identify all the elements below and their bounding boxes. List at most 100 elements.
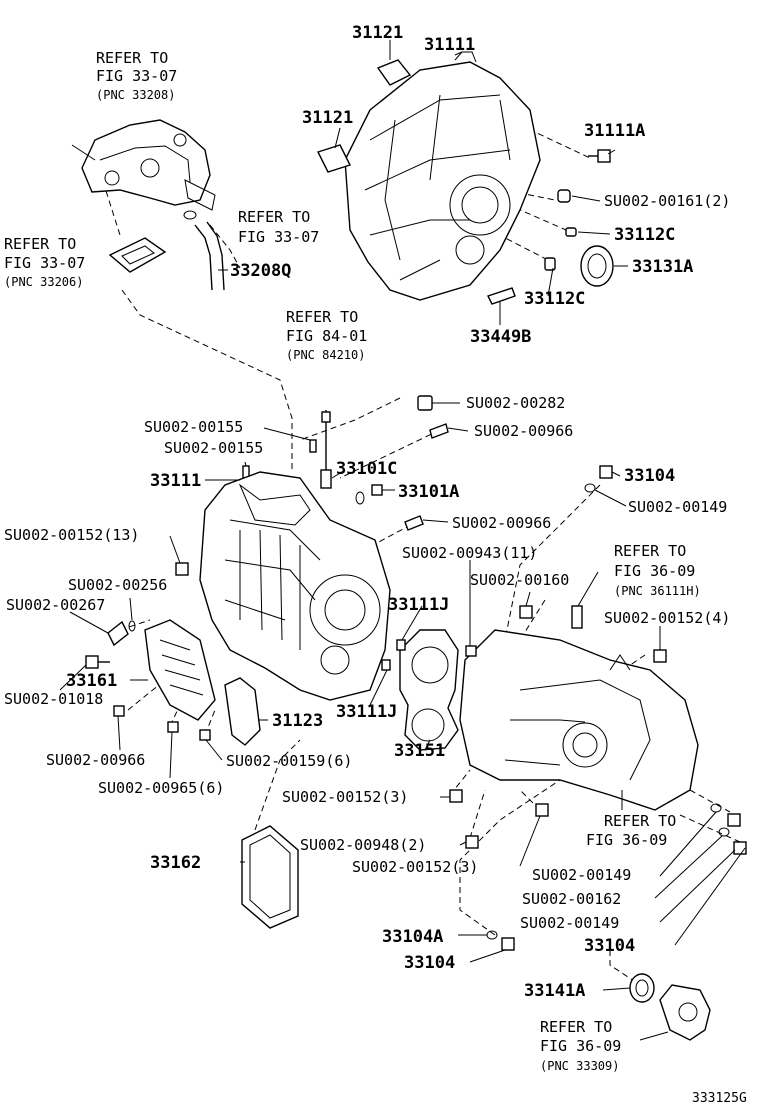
part-number: SU002-00943(11) bbox=[402, 544, 537, 562]
part-number: 33112C bbox=[524, 289, 585, 309]
bolt-su01018 bbox=[85, 655, 110, 669]
part-number: SU002-00966 bbox=[452, 514, 551, 532]
part-number: 33104 bbox=[624, 466, 675, 486]
bolt-su00282 bbox=[417, 395, 433, 411]
oil-pipe-33208q bbox=[183, 210, 225, 291]
refer-label: REFER TO bbox=[604, 812, 676, 830]
refer-label: (PNC 33309) bbox=[540, 1059, 619, 1073]
figure-id: 333125G bbox=[692, 1091, 747, 1106]
bolts-33104-right bbox=[727, 813, 747, 855]
part-number: 33112C bbox=[614, 225, 675, 245]
bolt-su00966-c bbox=[113, 705, 125, 717]
pin-su00161 bbox=[557, 189, 571, 203]
bolt-su00152-13 bbox=[175, 562, 189, 576]
part-number: 31111 bbox=[424, 35, 475, 55]
seal-33141a bbox=[629, 973, 655, 1003]
part-number: 33111 bbox=[150, 471, 201, 491]
refer-label: (PNC 33206) bbox=[4, 275, 83, 289]
part-number: SU002-00282 bbox=[466, 394, 565, 412]
sensor-84210 bbox=[320, 410, 332, 489]
part-number: 33208Q bbox=[230, 261, 291, 281]
refer-label: REFER TO bbox=[238, 208, 310, 226]
part-number: 33104 bbox=[404, 953, 455, 973]
part-number: 33161 bbox=[66, 671, 117, 691]
refer-label: (PNC 33208) bbox=[96, 88, 175, 102]
part-number: 33449B bbox=[470, 327, 531, 347]
refer-label: REFER TO bbox=[614, 542, 686, 560]
refer-label: REFER TO bbox=[286, 308, 358, 326]
bolt-su00966-b bbox=[404, 515, 424, 531]
bolt-33101a bbox=[371, 484, 383, 496]
part-number: SU002-00149 bbox=[520, 914, 619, 932]
pin-33111j-a bbox=[396, 639, 406, 651]
bolt-su00965 bbox=[167, 721, 179, 733]
part-number: 31111A bbox=[584, 121, 645, 141]
plug-31121-a bbox=[376, 59, 412, 86]
refer-label: FIG 33-07 bbox=[238, 228, 319, 246]
part-number: SU002-00155 bbox=[144, 418, 243, 436]
part-number: 33151 bbox=[394, 741, 445, 761]
bolt-su00966-a bbox=[429, 423, 449, 439]
bolt-su00152-3b bbox=[535, 803, 549, 817]
pin-33112c-b bbox=[544, 257, 556, 271]
part-number: SU002-00152(4) bbox=[604, 609, 730, 627]
refer-label: REFER TO bbox=[540, 1018, 612, 1036]
part-number: 33111J bbox=[336, 702, 397, 722]
part-number: 33101C bbox=[336, 459, 397, 479]
extension-housing-33111 bbox=[459, 629, 699, 811]
part-number: SU002-00149 bbox=[532, 866, 631, 884]
part-number: SU002-00161(2) bbox=[604, 192, 730, 210]
part-number: 33141A bbox=[524, 981, 585, 1001]
cover-33161 bbox=[144, 619, 216, 721]
refer-label: REFER TO bbox=[4, 235, 76, 253]
bolt-33104-a bbox=[599, 465, 613, 479]
switch-36111h bbox=[571, 605, 583, 629]
part-number: 33101A bbox=[398, 482, 459, 502]
part-number: SU002-00965(6) bbox=[98, 779, 224, 797]
transmission-case-33111-middle bbox=[199, 471, 391, 701]
bolt-su00948 bbox=[465, 835, 479, 849]
bolt-su00943 bbox=[465, 645, 477, 657]
bolt-su00159 bbox=[199, 729, 211, 741]
oil-pump-assembly bbox=[71, 119, 216, 211]
part-number: SU002-00155 bbox=[164, 439, 263, 457]
refer-label: REFER TO bbox=[96, 49, 168, 67]
bolt-31111a bbox=[588, 149, 611, 163]
refer-label: (PNC 84210) bbox=[286, 348, 365, 362]
bolt-su00152-4 bbox=[653, 649, 667, 663]
bolt-su00160 bbox=[519, 605, 533, 619]
ring-33101c bbox=[355, 491, 365, 505]
refer-label: FIG 36-09 bbox=[586, 831, 667, 849]
bolt-su00152-3a bbox=[449, 789, 463, 803]
bolt-33104-b bbox=[501, 937, 515, 951]
part-number: SU002-00948(2) bbox=[300, 836, 426, 854]
seal-33131a bbox=[580, 245, 614, 287]
sensor-su00267 bbox=[107, 620, 129, 647]
part-number: 31123 bbox=[272, 711, 323, 731]
part-number: SU002-00159(6) bbox=[226, 752, 352, 770]
part-number: SU002-00966 bbox=[474, 422, 573, 440]
ring-su00256 bbox=[128, 620, 136, 632]
pin-33112c-a bbox=[565, 227, 577, 237]
part-number: 31121 bbox=[352, 23, 403, 43]
part-number: 33104 bbox=[584, 936, 635, 956]
pin-33111j-b bbox=[381, 659, 391, 671]
part-labels: REFER TO FIG 33-07 (PNC 33208) REFER TO … bbox=[4, 23, 747, 1106]
part-number: SU002-00966 bbox=[46, 751, 145, 769]
gasket-33162 bbox=[241, 825, 299, 929]
transmission-case-31111-upper bbox=[344, 51, 541, 301]
refer-label: FIG 36-09 bbox=[614, 562, 695, 580]
gasket-33151 bbox=[399, 629, 459, 751]
refer-label: FIG 33-07 bbox=[96, 67, 177, 85]
part-number: SU002-00152(3) bbox=[352, 858, 478, 876]
plate-33449b bbox=[487, 287, 516, 305]
part-number: SU002-00256 bbox=[68, 576, 167, 594]
part-number: SU002-00149 bbox=[628, 498, 727, 516]
refer-label: (PNC 36111H) bbox=[614, 584, 701, 598]
part-number: SU002-00162 bbox=[522, 890, 621, 908]
strainer-33206 bbox=[108, 237, 167, 273]
flange-33309 bbox=[659, 984, 711, 1041]
part-number: 33131A bbox=[632, 257, 693, 277]
part-number: SU002-00152(3) bbox=[282, 788, 408, 806]
